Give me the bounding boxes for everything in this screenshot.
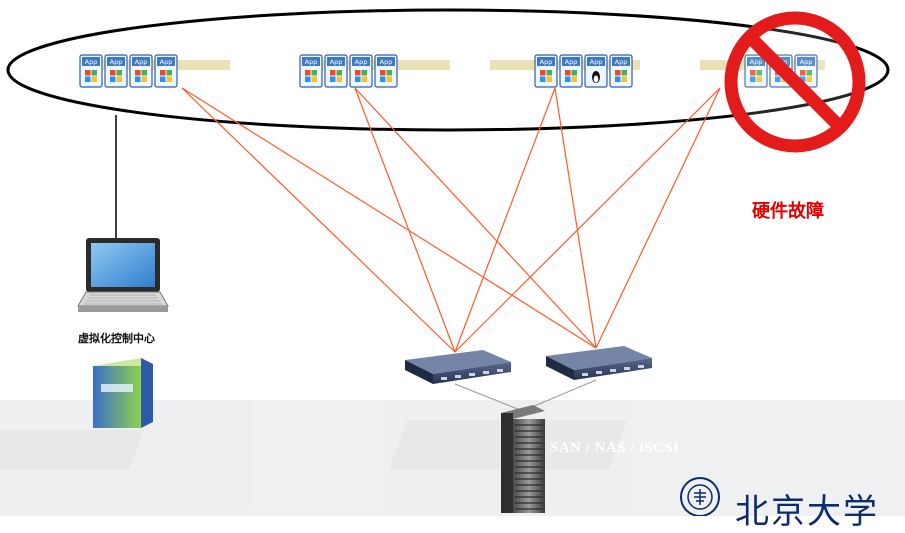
software-box-icon [93,358,153,428]
vm-app-icon: App [299,54,323,88]
windows-logo-icon [800,70,812,82]
vm-app-icon: App [79,54,103,88]
vm-app-icon: App [349,54,373,88]
vm-app-label: App [355,58,368,66]
vm-app-label: App [305,58,318,66]
vm-app-label: App [590,58,603,66]
console-label: 虚拟化控制中心 [78,332,155,345]
laptop-icon[interactable] [77,238,169,312]
fiber-link [454,87,556,353]
vm-app-label: App [800,58,813,66]
background-texture [0,400,905,516]
storage-protocol-label: SAN / NAS / iSCSI [550,440,680,456]
windows-logo-icon [305,70,317,82]
university-seal-icon [680,477,720,516]
server-hosts: AppAppAppAppAppAppAppAppAppAppAppAppAppA… [79,54,825,88]
vm-app-label: App [85,58,98,66]
vm-app-icon: App [534,54,558,88]
vm-app-icon: App [374,54,398,88]
server-host: App App App App [79,54,230,88]
fiber-links [181,87,721,353]
windows-logo-icon [85,70,97,82]
vm-app-label: App [750,58,763,66]
vm-app-icon: App [609,54,633,88]
fiber-link [595,87,721,349]
vm-app-icon: App [154,54,178,88]
server-host: App App App App [490,54,640,88]
windows-logo-icon [565,70,577,82]
fiber-link [554,87,597,349]
storage-links [454,379,597,411]
vm-app-icon: App [584,54,608,88]
fiber-link [354,87,456,353]
fiber-link [354,87,597,349]
fiber-link [181,87,456,353]
windows-logo-icon [540,70,552,82]
vm-app-label: App [135,58,148,66]
windows-logo-icon [160,70,172,82]
vm-app-label: App [380,58,393,66]
vm-app-icon: App [129,54,153,88]
vm-app-label: App [330,58,343,66]
cluster-ellipse [6,8,890,132]
switch-icon [405,350,511,384]
vm-app-icon: App [744,54,768,88]
vm-app-icon: App [324,54,348,88]
vm-app-label: App [540,58,553,66]
prohibited-icon [724,11,866,153]
switch-icon [546,346,652,380]
windows-logo-icon [330,70,342,82]
vm-app-icon: App [559,54,583,88]
vm-app-icon: App [104,54,128,88]
windows-logo-icon [380,70,392,82]
vm-app-label: App [110,58,123,66]
hardware-fault-label: 硬件故障 [752,201,824,222]
fiber-link [454,87,721,353]
virtualization-diagram: AppAppAppAppAppAppAppAppAppAppAppAppAppA… [0,8,905,516]
windows-logo-icon [110,70,122,82]
windows-logo-icon [615,70,627,82]
fiber-link [181,87,597,349]
windows-logo-icon [135,70,147,82]
university-logo-text: 北京大学 [735,492,879,532]
vm-app-label: App [565,58,578,66]
storage-rack-icon [501,405,545,513]
vm-app-label: App [160,58,173,66]
windows-logo-icon [750,70,762,82]
windows-logo-icon [355,70,367,82]
vm-app-label: App [615,58,628,66]
server-host: App App App App [299,54,450,88]
